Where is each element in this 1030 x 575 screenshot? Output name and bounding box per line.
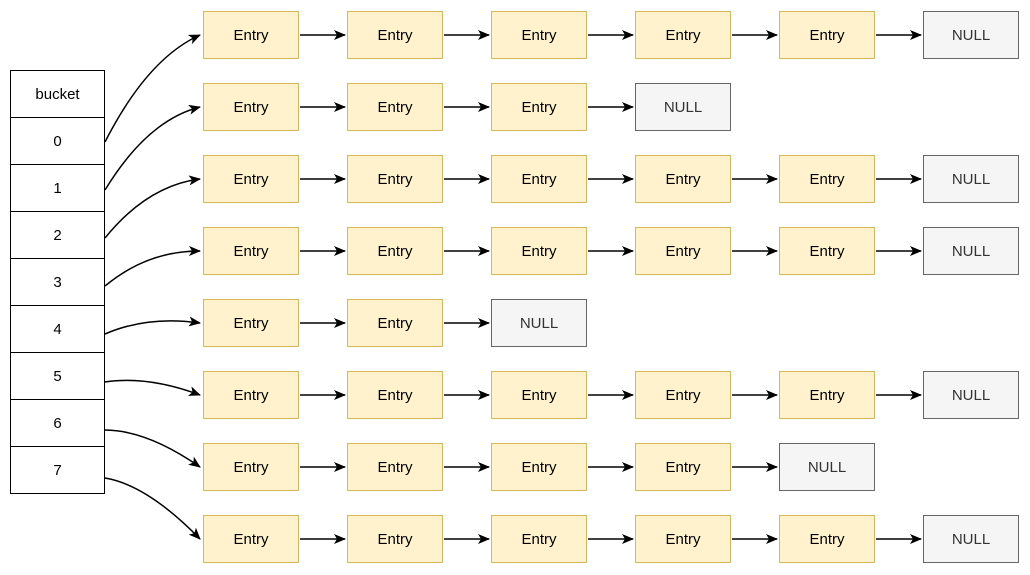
entry-node-b7-4: Entry xyxy=(779,515,875,563)
null-node-b2: NULL xyxy=(923,155,1019,203)
entry-node-b6-3: Entry xyxy=(635,443,731,491)
entry-node-b1-1: Entry xyxy=(347,83,443,131)
bucket-arrow-2 xyxy=(104,175,201,239)
entry-node-b1-0: Entry xyxy=(203,83,299,131)
bucket-arrow-6 xyxy=(104,429,201,468)
null-node-b3: NULL xyxy=(923,227,1019,275)
entry-node-b3-0: Entry xyxy=(203,227,299,275)
entry-node-b2-2: Entry xyxy=(491,155,587,203)
null-node-b5: NULL xyxy=(923,371,1019,419)
entry-node-b0-0: Entry xyxy=(203,11,299,59)
entry-node-b0-2: Entry xyxy=(491,11,587,59)
entry-node-b7-0: Entry xyxy=(203,515,299,563)
bucket-cell-4: 4 xyxy=(10,305,105,353)
entry-node-b7-3: Entry xyxy=(635,515,731,563)
entry-node-b5-0: Entry xyxy=(203,371,299,419)
null-node-b6: NULL xyxy=(779,443,875,491)
entry-node-b5-2: Entry xyxy=(491,371,587,419)
bucket-cell-3: 3 xyxy=(10,258,105,306)
bucket-cell-7: 7 xyxy=(10,446,105,494)
bucket-arrow-0 xyxy=(104,34,201,143)
null-node-b7: NULL xyxy=(923,515,1019,563)
entry-node-b7-1: Entry xyxy=(347,515,443,563)
entry-node-b4-1: Entry xyxy=(347,299,443,347)
entry-node-b4-0: Entry xyxy=(203,299,299,347)
bucket-arrow-3 xyxy=(104,245,201,287)
entry-node-b5-1: Entry xyxy=(347,371,443,419)
entry-node-b2-1: Entry xyxy=(347,155,443,203)
entry-node-b6-1: Entry xyxy=(347,443,443,491)
bucket-arrow-5 xyxy=(104,379,201,396)
bucket-cell-6: 6 xyxy=(10,399,105,447)
entry-node-b6-0: Entry xyxy=(203,443,299,491)
entry-node-b7-2: Entry xyxy=(491,515,587,563)
entry-node-b2-4: Entry xyxy=(779,155,875,203)
bucket-table-header: bucket xyxy=(10,70,105,118)
entry-node-b3-1: Entry xyxy=(347,227,443,275)
entry-node-b0-4: Entry xyxy=(779,11,875,59)
entry-node-b5-4: Entry xyxy=(779,371,875,419)
entry-node-b6-2: Entry xyxy=(491,443,587,491)
bucket-arrow-1 xyxy=(104,104,201,191)
bucket-cell-0: 0 xyxy=(10,117,105,165)
entry-node-b0-1: Entry xyxy=(347,11,443,59)
null-node-b4: NULL xyxy=(491,299,587,347)
bucket-cell-2: 2 xyxy=(10,211,105,259)
entry-node-b0-3: Entry xyxy=(635,11,731,59)
entry-node-b3-3: Entry xyxy=(635,227,731,275)
bucket-cell-5: 5 xyxy=(10,352,105,400)
bucket-arrow-4 xyxy=(104,316,201,335)
bucket-cell-1: 1 xyxy=(10,164,105,212)
entry-node-b5-3: Entry xyxy=(635,371,731,419)
null-node-b1: NULL xyxy=(635,83,731,131)
entry-node-b3-2: Entry xyxy=(491,227,587,275)
entry-node-b2-0: Entry xyxy=(203,155,299,203)
entry-node-b1-2: Entry xyxy=(491,83,587,131)
entry-node-b3-4: Entry xyxy=(779,227,875,275)
null-node-b0: NULL xyxy=(923,11,1019,59)
entry-node-b2-3: Entry xyxy=(635,155,731,203)
bucket-arrow-7 xyxy=(104,477,201,540)
